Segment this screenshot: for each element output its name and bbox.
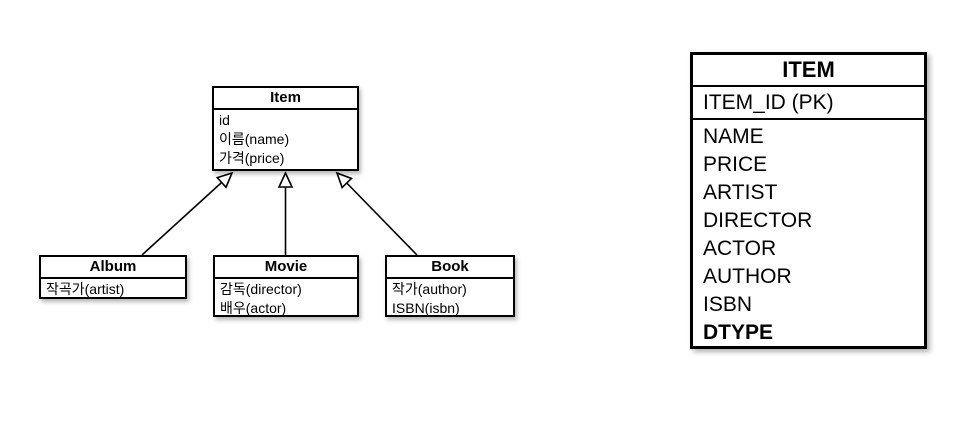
db-column-dtype: DTYPE [703, 321, 774, 344]
class-attributes-movie: 감독(director) 배우(actor) [215, 279, 357, 318]
db-column: DIRECTOR [703, 209, 813, 232]
db-table-item: ITEM ITEM_ID (PK) NAME PRICE ARTIST DIRE… [690, 52, 927, 349]
arrow-book-to-item [335, 171, 418, 256]
class-attribute: id [219, 112, 230, 128]
class-attribute: 가격(price) [219, 150, 285, 166]
class-attribute: 배우(actor) [220, 300, 287, 316]
class-attribute: 작가(author) [392, 281, 467, 297]
class-title-book: Book [387, 257, 513, 279]
class-box-movie: Movie 감독(director) 배우(actor) [213, 255, 359, 317]
db-column: ACTOR [703, 237, 777, 260]
db-column: ARTIST [703, 181, 778, 204]
class-attributes-book: 작가(author) ISBN(isbn) [387, 279, 513, 318]
class-attribute: ISBN(isbn) [392, 300, 460, 316]
db-column: AUTHOR [703, 265, 792, 288]
class-box-album: Album 작곡가(artist) [39, 255, 187, 299]
arrow-album-to-item [141, 171, 234, 256]
class-box-book: Book 작가(author) ISBN(isbn) [385, 255, 515, 317]
db-column: PRICE [703, 153, 768, 176]
db-table-pk-row: ITEM_ID (PK) [693, 87, 924, 120]
db-table-columns: NAME PRICE ARTIST DIRECTOR ACTOR AUTHOR … [693, 120, 924, 347]
class-title-album: Album [41, 257, 185, 279]
db-column: ISBN [703, 293, 753, 316]
class-title-movie: Movie [215, 257, 357, 279]
db-column: NAME [703, 125, 764, 148]
class-attribute: 작곡가(artist) [46, 281, 125, 297]
class-box-item: Item id 이름(name) 가격(price) [212, 86, 359, 171]
class-attributes-item: id 이름(name) 가격(price) [214, 110, 357, 168]
class-attributes-album: 작곡가(artist) [41, 279, 185, 299]
class-title-item: Item [214, 88, 357, 110]
class-attribute: 감독(director) [220, 281, 302, 297]
db-table-title: ITEM [693, 55, 924, 87]
class-attribute: 이름(name) [219, 131, 290, 147]
